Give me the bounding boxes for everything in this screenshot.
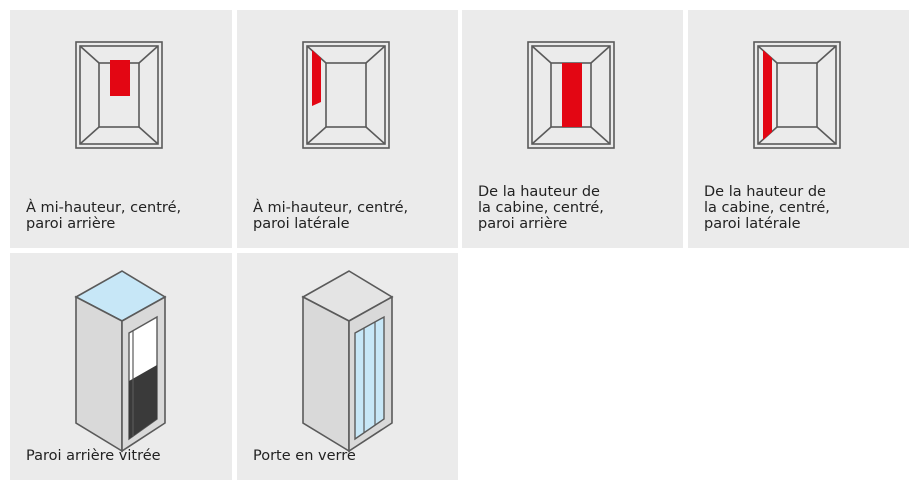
option-label: À mi-hauteur, centré, paroi latérale [253,200,409,232]
option-tile-glass-rear-wall[interactable]: Paroi arrière vitrée [10,253,232,480]
option-label: De la hauteur de la cabine, centré, paro… [704,184,830,232]
cabin-mirror-half-height-back-wall-icon [75,41,163,149]
glass-door-cabin-icon [301,270,394,453]
option-label: Paroi arrière vitrée [26,448,161,464]
option-label: Porte en verre [253,448,356,464]
cabin-mirror-full-height-back-wall-icon [527,41,615,149]
option-label: À mi-hauteur, centré, paroi arrière [26,200,182,232]
glass-rear-wall-cabin-icon [74,270,167,453]
cabin-mirror-half-height-side-wall-icon [302,41,390,149]
option-tile-mirror-full-back[interactable]: De la hauteur de la cabine, centré, paro… [462,10,683,248]
option-tile-mirror-full-side[interactable]: De la hauteur de la cabine, centré, paro… [688,10,909,248]
cabin-mirror-full-height-side-wall-icon [753,41,841,149]
option-tile-mirror-half-side[interactable]: À mi-hauteur, centré, paroi latérale [237,10,458,248]
option-tile-glass-door[interactable]: Porte en verre [237,253,458,480]
option-label: De la hauteur de la cabine, centré, paro… [478,184,604,232]
option-tile-mirror-half-back[interactable]: À mi-hauteur, centré, paroi arrière [10,10,232,248]
